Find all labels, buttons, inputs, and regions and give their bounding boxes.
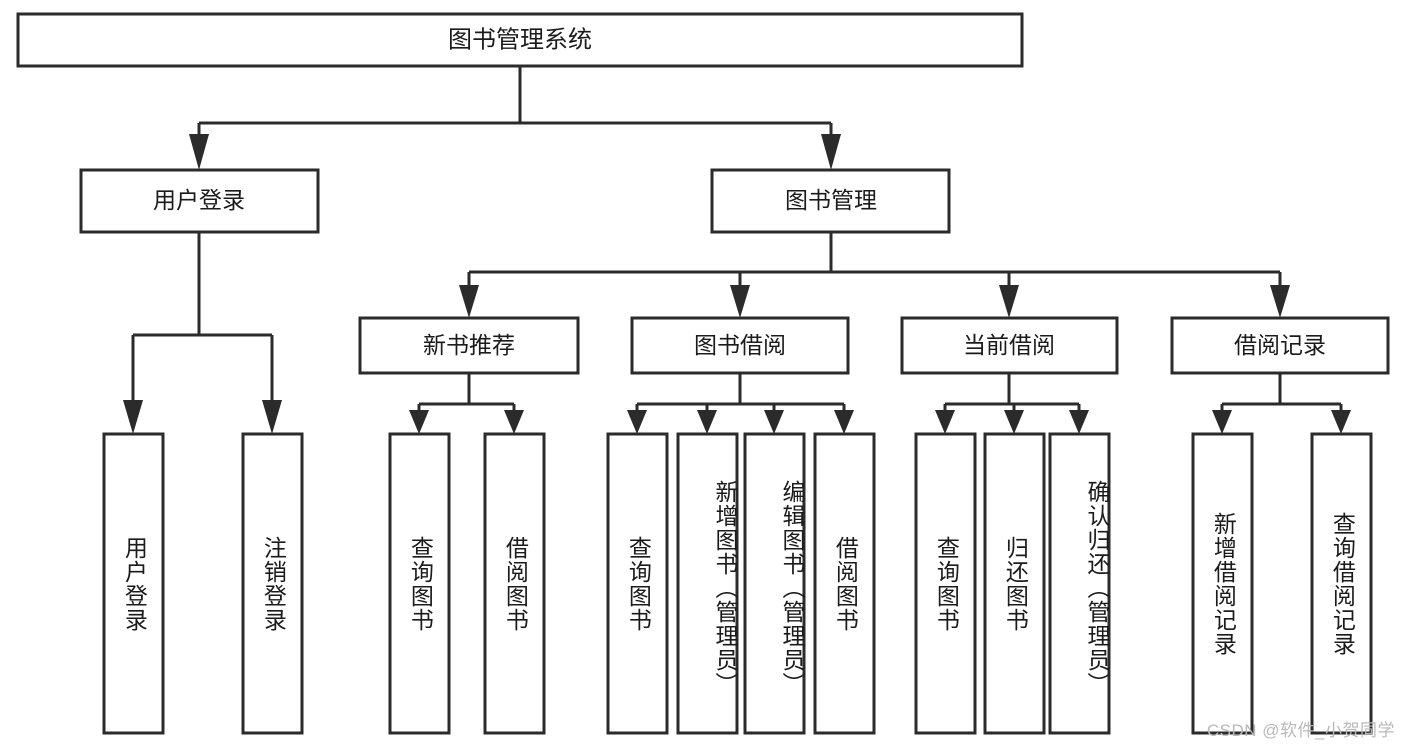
arrow-book-manage-child-3-icon — [999, 285, 1019, 318]
leaf-query-book-2-box[interactable] — [606, 432, 669, 735]
node-new-book-recommend-box[interactable] — [358, 316, 580, 375]
node-book-manage-box[interactable] — [710, 168, 951, 234]
node-user-login[interactable]: 用户登录 — [79, 168, 320, 234]
node-book-borrow-box[interactable] — [630, 316, 850, 375]
node-book-manage-label: 图书管理 — [785, 187, 877, 213]
node-root-box[interactable] — [16, 12, 1024, 68]
node-borrow-record-box[interactable] — [1170, 316, 1390, 375]
arrow-cb-leaf-3-icon — [1069, 410, 1089, 434]
edge-group-borrow-record — [1212, 373, 1351, 434]
node-book-borrow[interactable]: 图书借阅 — [630, 316, 850, 375]
node-root[interactable]: 图书管理系统 — [16, 12, 1024, 68]
node-new-book-recommend[interactable]: 新书推荐 — [358, 316, 580, 375]
leaf-query-record-box[interactable] — [1310, 432, 1373, 735]
arrow-br-leaf-1-icon — [1212, 410, 1232, 434]
leaf-confirm-return-box[interactable] — [1048, 432, 1111, 735]
leaf-add-book-box[interactable] — [676, 432, 739, 735]
node-user-login-box[interactable] — [79, 168, 320, 234]
edge-group-current-borrow — [935, 373, 1089, 434]
node-new-book-recommend-label: 新书推荐 — [423, 332, 515, 358]
node-user-login-label: 用户登录 — [153, 187, 245, 213]
node-current-borrow-label: 当前借阅 — [963, 332, 1055, 358]
leaf-user-logout-box[interactable] — [241, 432, 304, 735]
arrow-nbr-leaf-2-icon — [504, 410, 524, 434]
arrow-user-login-leaf-1-icon — [123, 400, 143, 434]
leaf-user-login-box[interactable] — [102, 432, 165, 735]
arrow-book-manage-child-4-icon — [1270, 285, 1290, 318]
node-current-borrow[interactable]: 当前借阅 — [900, 316, 1119, 375]
arrow-cb-leaf-1-icon — [935, 410, 955, 434]
node-borrow-record-label: 借阅记录 — [1234, 332, 1326, 358]
node-borrow-record[interactable]: 借阅记录 — [1170, 316, 1390, 375]
arrow-bb-leaf-3-icon — [764, 410, 784, 434]
arrow-br-leaf-2-icon — [1331, 410, 1351, 434]
edge-group-book-borrow — [627, 373, 854, 434]
leaf-add-record-box[interactable] — [1191, 432, 1254, 735]
node-book-manage[interactable]: 图书管理 — [710, 168, 951, 234]
node-current-borrow-box[interactable] — [900, 316, 1119, 375]
arrow-bb-leaf-2-icon — [697, 410, 717, 434]
leaf-borrow-book-2-box[interactable] — [813, 432, 876, 735]
arrow-user-login-leaf-2-icon — [262, 400, 282, 434]
csdn-watermark: CSDN @软件_小贺同学 — [1206, 721, 1395, 740]
edge-group-root — [189, 66, 841, 170]
leaf-return-book-box[interactable] — [983, 432, 1046, 735]
arrow-book-manage-child-1-icon — [459, 285, 479, 318]
arrow-bb-leaf-4-icon — [834, 410, 854, 434]
leaf-query-book-1-box[interactable] — [388, 432, 451, 735]
arrow-root-to-book-manage-icon — [821, 134, 841, 170]
edge-group-user-login — [123, 232, 282, 434]
arrow-book-manage-child-2-icon — [730, 285, 750, 318]
arrow-root-to-user-login-icon — [189, 134, 209, 170]
leaf-borrow-book-1-box[interactable] — [483, 432, 546, 735]
arrow-bb-leaf-1-icon — [627, 410, 647, 434]
node-root-label: 图书管理系统 — [448, 26, 592, 53]
edge-group-book-manage — [459, 232, 1290, 318]
arrow-cb-leaf-2-icon — [1004, 410, 1024, 434]
arrow-nbr-leaf-1-icon — [409, 410, 429, 434]
node-book-borrow-label: 图书借阅 — [694, 332, 786, 358]
edge-group-new-book-recommend — [409, 373, 524, 434]
leaf-edit-book-box[interactable] — [743, 432, 806, 735]
leaf-query-book-3-box[interactable] — [914, 432, 977, 735]
leaf-box-group — [102, 432, 1373, 735]
